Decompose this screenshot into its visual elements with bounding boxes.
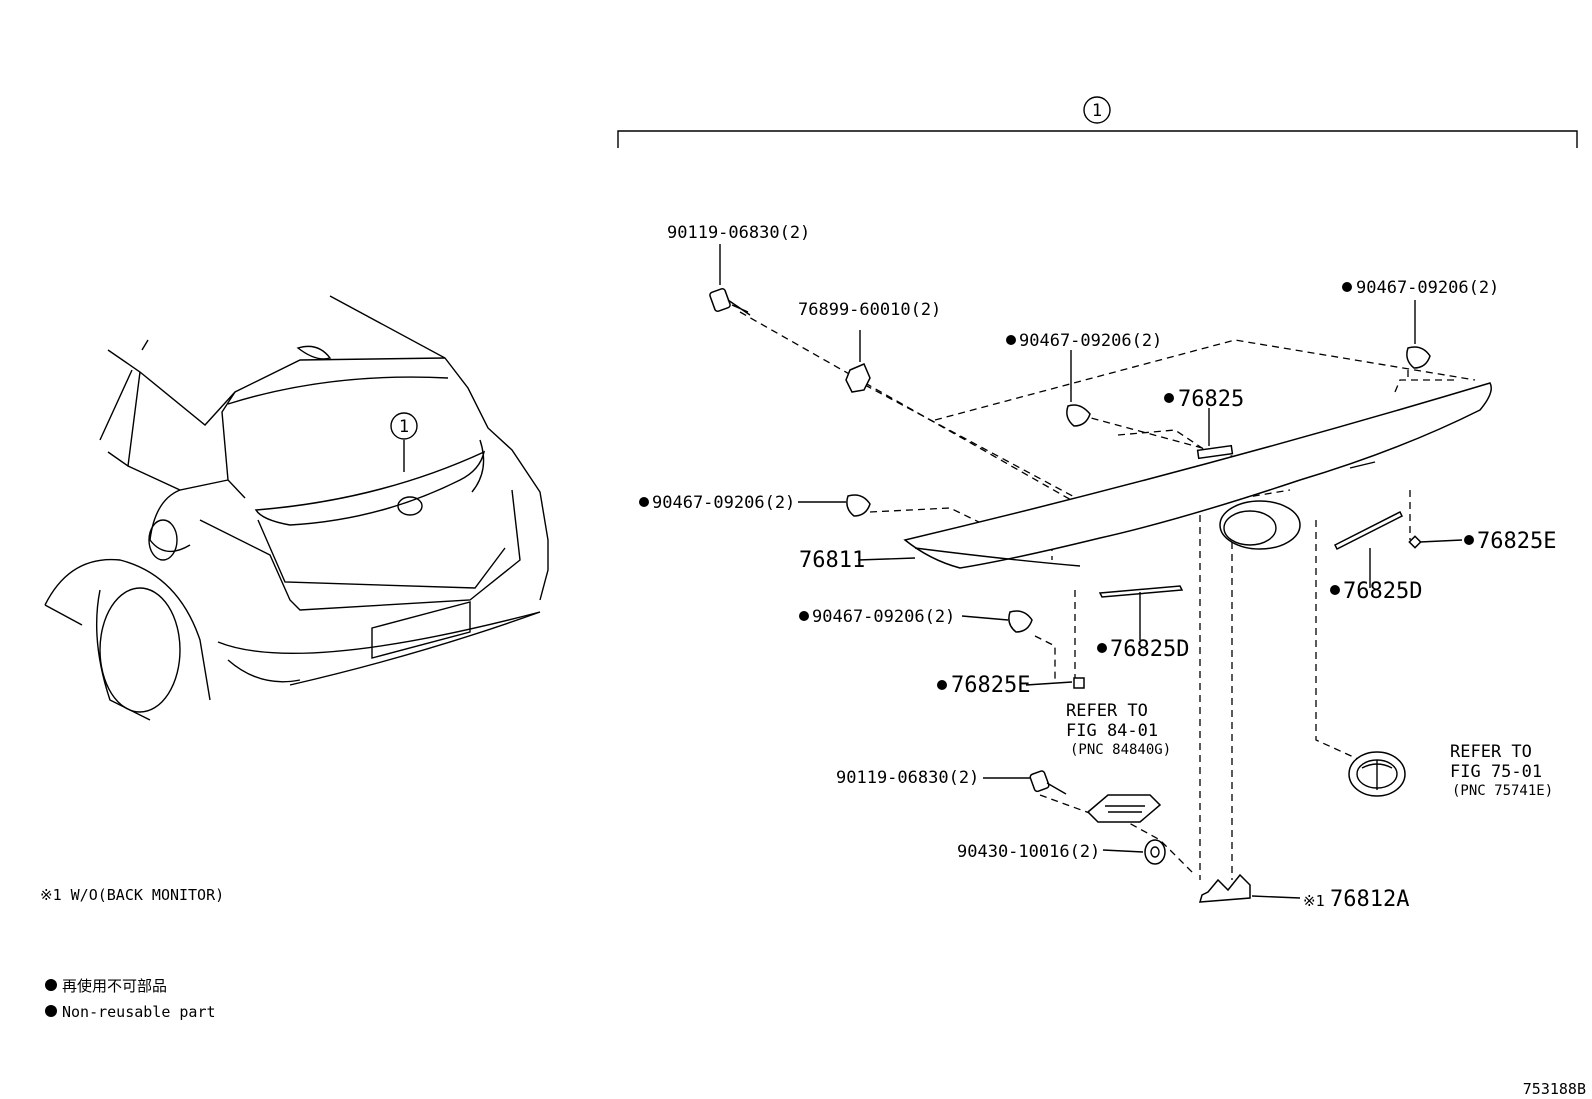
clip-mid-icon bbox=[1066, 404, 1091, 427]
label-clip-lower: 90467-09206(2) bbox=[812, 607, 955, 627]
callout-main: 1 bbox=[1092, 101, 1102, 121]
bracket-76812a-icon bbox=[1198, 873, 1251, 903]
label-clip-left: 90467-09206(2) bbox=[652, 493, 795, 513]
clip-right-icon bbox=[1406, 346, 1431, 369]
clip-76899-icon bbox=[845, 363, 871, 393]
washer-icon bbox=[1144, 839, 1166, 865]
label-part-76825d-mid: 76825D bbox=[1110, 637, 1189, 662]
assembly-bracket bbox=[617, 96, 1578, 148]
legend-en: Non-reusable part bbox=[62, 1003, 216, 1021]
label-clip-right: 90467-09206(2) bbox=[1356, 278, 1499, 298]
label-part-76811: 76811 bbox=[799, 548, 865, 573]
toyota-emblem-icon bbox=[1348, 751, 1406, 797]
pad-76825e-right-icon bbox=[1408, 535, 1422, 549]
footnote-back-monitor: ※1 W/O(BACK MONITOR) bbox=[40, 886, 224, 904]
clip-left-icon bbox=[846, 494, 871, 517]
pad-76825e-left-icon bbox=[1073, 677, 1085, 689]
label-part-76825e-right: 76825E bbox=[1477, 529, 1556, 554]
label-part-76825d-right: 76825D bbox=[1343, 579, 1422, 604]
label-refer-84-line1: REFER TO bbox=[1066, 701, 1148, 721]
bolt-lower-icon bbox=[1029, 770, 1067, 795]
legend-dot-jp bbox=[45, 979, 57, 991]
legend-jp: 再使用不可部品 bbox=[62, 977, 167, 995]
label-refer-75-line1: REFER TO bbox=[1450, 742, 1532, 762]
label-bolt-top: 90119-06830(2) bbox=[667, 223, 810, 243]
label-bolt-lower: 90119-06830(2) bbox=[836, 768, 979, 788]
label-part-76812a-prefix: ※1 bbox=[1303, 892, 1325, 910]
label-clip-mid: 90467-09206(2) bbox=[1019, 331, 1162, 351]
tape-76825d-mid-icon bbox=[1098, 585, 1184, 598]
label-refer-75-line2: FIG 75-01 bbox=[1450, 762, 1542, 782]
label-refer-75-line3: (PNC 75741E) bbox=[1452, 783, 1553, 799]
callout-car: 1 bbox=[399, 417, 409, 437]
figure-id: 753188B bbox=[1523, 1080, 1586, 1098]
label-refer-84-line2: FIG 84-01 bbox=[1066, 721, 1158, 741]
label-part-76825: 76825 bbox=[1178, 387, 1244, 412]
clip-lower-icon bbox=[1008, 610, 1033, 633]
emblem-strip-76825-icon bbox=[1196, 444, 1234, 460]
label-washer: 90430-10016(2) bbox=[957, 842, 1100, 862]
back-door-garnish bbox=[903, 382, 1492, 569]
label-part-76812a: 76812A bbox=[1330, 887, 1409, 912]
bolt-top-icon bbox=[709, 287, 751, 316]
leader-lines bbox=[719, 244, 1463, 899]
tape-76825d-right-icon bbox=[1333, 510, 1404, 551]
license-lamp-icon bbox=[1086, 794, 1162, 823]
label-refer-84-line3: (PNC 84840G) bbox=[1070, 742, 1171, 758]
legend-dot-en bbox=[45, 1005, 57, 1017]
label-part-76825e-left: 76825E bbox=[951, 673, 1030, 698]
label-clip-76899: 76899-60010(2) bbox=[798, 300, 941, 320]
non-reusable-dots bbox=[639, 282, 1474, 690]
car-rear-view bbox=[44, 295, 549, 721]
